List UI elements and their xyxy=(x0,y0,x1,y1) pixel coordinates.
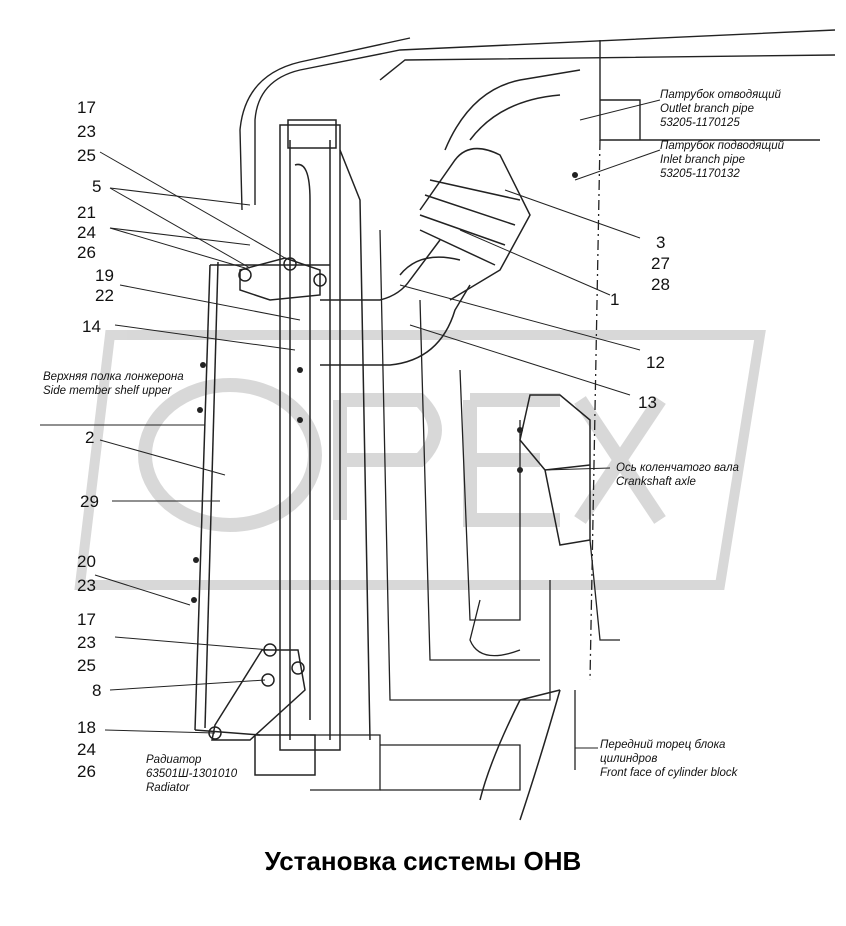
callout-19-22: 19 22 xyxy=(95,266,114,305)
callout-8: 8 xyxy=(92,681,102,700)
note-inlet-branch-pipe: Патрубок подводящий Inlet branch pipe 53… xyxy=(660,140,784,180)
callout-21-24-26: 21 24 26 xyxy=(77,203,96,262)
note-side-member-shelf: Верхняя полка лонжерона Side member shel… xyxy=(43,371,184,397)
note-radiator: Радиатор 63501Ш-1301010 Radiator xyxy=(146,754,238,794)
note-outlet-branch-pipe: Патрубок отводящий Outlet branch pipe 53… xyxy=(660,89,781,129)
callout-3-27-28: 3 27 28 xyxy=(651,233,670,294)
callout-1: 1 xyxy=(610,290,620,309)
radiator xyxy=(254,119,371,776)
callout-5: 5 xyxy=(92,177,102,196)
callout-13: 13 xyxy=(638,393,657,412)
callout-20-23: 20 23 xyxy=(77,552,96,595)
callout-12: 12 xyxy=(646,353,665,372)
side-member xyxy=(194,261,330,736)
note-cylinder-block-face: Передний торец блока цилиндров Front fac… xyxy=(600,739,738,779)
leader-lines xyxy=(40,99,661,749)
page-title: Установка системы ОНВ xyxy=(264,846,582,876)
callout-18-24-26: 18 24 26 xyxy=(77,718,96,781)
callout-17-23-25-top: 17 23 25 xyxy=(77,98,96,165)
engine-outline xyxy=(310,139,620,791)
hose-lower xyxy=(479,394,591,821)
callout-2: 2 xyxy=(85,428,95,447)
hose-upper xyxy=(320,69,581,366)
callout-29: 29 xyxy=(80,492,99,511)
callout-17-23-25-bottom: 17 23 25 xyxy=(77,610,96,675)
note-crankshaft-axle: Ось коленчатого вала Crankshaft axle xyxy=(616,462,739,488)
callout-14: 14 xyxy=(82,317,101,336)
watermark-logo xyxy=(74,330,766,590)
bolts xyxy=(191,172,578,603)
